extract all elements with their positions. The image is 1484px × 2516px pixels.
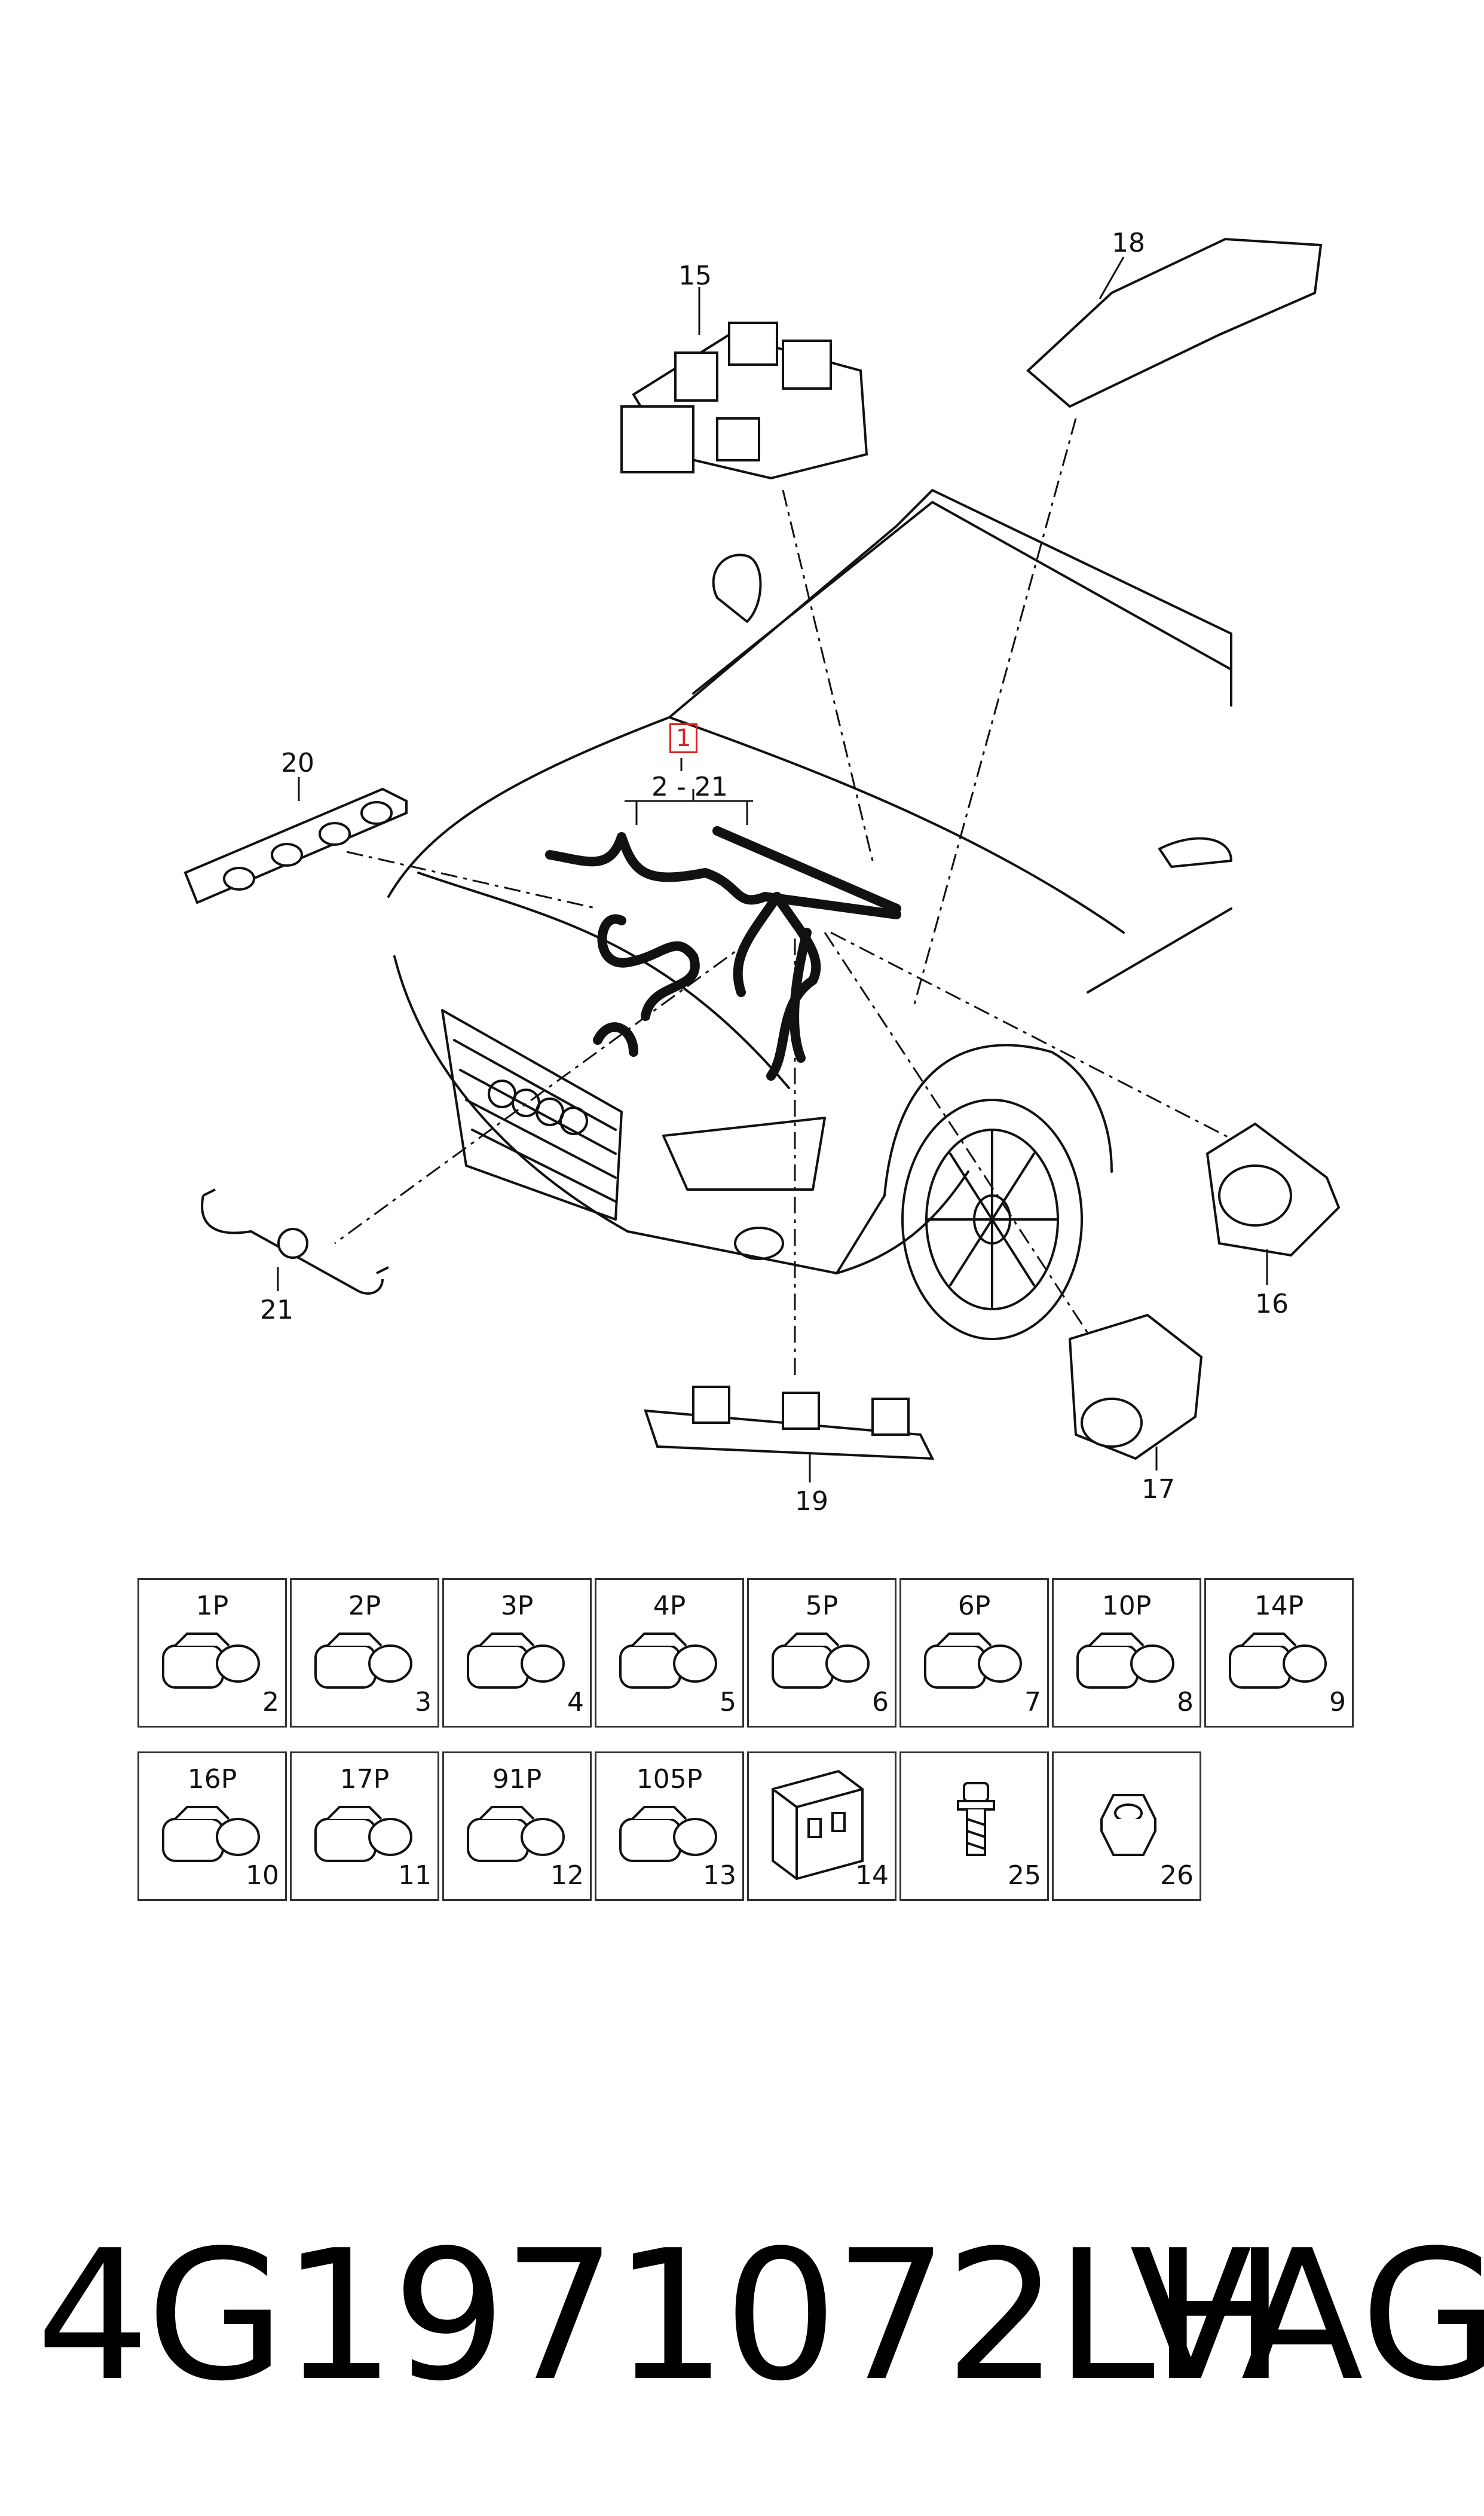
fuse-box-part xyxy=(620,322,868,480)
part-number: 25 xyxy=(1008,1860,1041,1891)
part-cell[interactable]: 6P 7 xyxy=(899,1578,1049,1728)
part-cell[interactable]: 26 xyxy=(1052,1751,1201,1901)
part-cell[interactable]: 17P 11 xyxy=(290,1751,439,1901)
part-number: 3 xyxy=(415,1687,432,1717)
connector-icon xyxy=(619,1806,717,1862)
connector-code: 4P xyxy=(653,1591,686,1621)
bolt-icon xyxy=(957,1782,995,1856)
part-number: 26 xyxy=(1160,1860,1194,1891)
part-number: 5 xyxy=(720,1687,736,1717)
part-number: 4 xyxy=(567,1687,584,1717)
part-number: 11 xyxy=(398,1860,432,1891)
part-cell[interactable]: 4P 5 xyxy=(595,1578,744,1728)
connector-code: 10P xyxy=(1101,1591,1152,1621)
connector-icon xyxy=(1229,1633,1327,1689)
side-mirror-right xyxy=(1158,837,1232,868)
hood-front-edge xyxy=(417,872,790,1089)
part-number-title: 4G1971072LH xyxy=(36,2212,1286,2420)
connector-code: 1P xyxy=(195,1591,229,1621)
part-cell[interactable]: 2P 3 xyxy=(290,1578,439,1728)
part-number: 14 xyxy=(855,1860,889,1891)
callout-20[interactable]: 20 xyxy=(281,748,314,778)
nut-icon xyxy=(1100,1794,1157,1856)
connector-icon xyxy=(772,1633,870,1689)
part-number: 6 xyxy=(872,1687,889,1717)
bracket-21-part xyxy=(201,1188,389,1295)
part-cell[interactable]: 1P 2 xyxy=(137,1578,287,1728)
connector-code: 5P xyxy=(805,1591,839,1621)
callout-16[interactable]: 16 xyxy=(1255,1289,1289,1319)
part-cell[interactable]: 10P 8 xyxy=(1052,1578,1201,1728)
housing-17-part xyxy=(1068,1313,1203,1460)
wiring-harness xyxy=(545,826,901,919)
connector-icon xyxy=(162,1633,260,1689)
part-number: 10 xyxy=(246,1860,279,1891)
headlight xyxy=(662,1117,826,1191)
connector-icon xyxy=(314,1633,412,1689)
connector-code: 16P xyxy=(187,1764,237,1794)
brand-label: VAG xyxy=(1130,2212,1484,2420)
callout-19[interactable]: 19 xyxy=(795,1486,828,1517)
part-number: 8 xyxy=(1177,1687,1194,1717)
main-part-callout[interactable]: 1 xyxy=(669,723,698,753)
part-cell[interactable]: 91P 12 xyxy=(442,1751,592,1901)
connector-icon xyxy=(619,1633,717,1689)
part-cell[interactable]: 105P 13 xyxy=(595,1751,744,1901)
part-cell[interactable]: 16P 10 xyxy=(137,1751,287,1901)
connector-icon xyxy=(467,1633,565,1689)
exploded-diagram: 1 2 - 21 15 18 20 21 19 17 16 xyxy=(183,228,1341,1517)
part-number: 9 xyxy=(1329,1687,1346,1717)
connector-icon xyxy=(924,1633,1022,1689)
bumper-outline xyxy=(393,955,886,1274)
housing-16-part xyxy=(1205,1122,1341,1257)
callout-21[interactable]: 21 xyxy=(260,1295,293,1325)
callout-18[interactable]: 18 xyxy=(1112,228,1145,258)
connector-icon xyxy=(467,1806,565,1862)
callout-15[interactable]: 15 xyxy=(678,261,712,291)
hood-outline xyxy=(387,489,1232,898)
part-number: 13 xyxy=(703,1860,736,1891)
connector-code: 91P xyxy=(492,1764,542,1794)
connector-holder-20-part xyxy=(183,787,408,904)
part-cell[interactable]: 25 xyxy=(899,1751,1049,1901)
part-cell[interactable]: 5P 6 xyxy=(747,1578,896,1728)
connector-holder-19-part xyxy=(644,1386,935,1460)
car-front-drawing xyxy=(183,237,1341,1482)
connector-code: 3P xyxy=(500,1591,534,1621)
windshield xyxy=(692,501,1232,695)
side-line xyxy=(1087,907,1232,993)
connector-code: 14P xyxy=(1254,1591,1304,1621)
connector-icon xyxy=(1076,1633,1174,1689)
connector-icon xyxy=(162,1806,260,1862)
callout-17[interactable]: 17 xyxy=(1142,1474,1175,1505)
connector-code: 2P xyxy=(348,1591,381,1621)
side-mirror xyxy=(712,554,762,623)
part-cell[interactable]: 14P 9 xyxy=(1204,1578,1354,1728)
part-cell[interactable]: 3P 4 xyxy=(442,1578,592,1728)
connector-icon xyxy=(314,1806,412,1862)
part-number: 12 xyxy=(550,1860,584,1891)
fender-line xyxy=(668,716,1125,934)
lower-body xyxy=(836,1170,969,1274)
connector-code: 105P xyxy=(636,1764,703,1794)
wheel-arch xyxy=(883,1044,1113,1197)
part-cell[interactable]: 14 xyxy=(747,1751,896,1901)
part-number: 7 xyxy=(1024,1687,1041,1717)
range-label: 2 - 21 xyxy=(651,772,728,802)
wheel xyxy=(901,1099,1083,1340)
bracket-18-part xyxy=(1026,237,1323,408)
connector-code: 17P xyxy=(339,1764,390,1794)
connector-code: 6P xyxy=(957,1591,991,1621)
part-number: 2 xyxy=(262,1687,279,1717)
control-unit-icon xyxy=(772,1769,864,1881)
